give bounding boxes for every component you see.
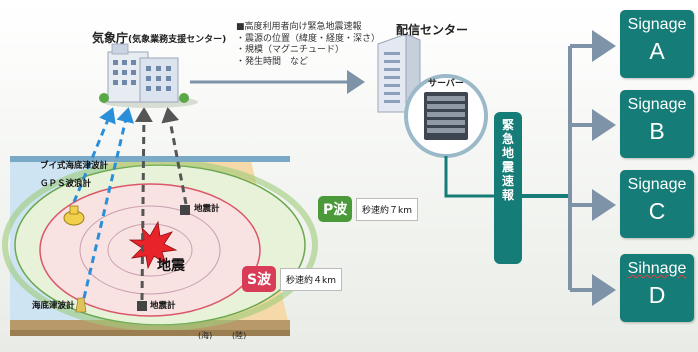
signage-a: Signage A xyxy=(620,10,694,78)
seismometer-uplink-arrow xyxy=(134,107,153,301)
seismometer-uplink-arrow xyxy=(161,107,188,205)
epicenter-burst-icon xyxy=(128,220,178,270)
signage-distribution-lines xyxy=(568,30,616,306)
info-line: ・震源の位置（緯度・経度・深さ） xyxy=(236,33,381,44)
seabed-tsunami-meter-label: 海底津波計 xyxy=(32,301,75,311)
seabed-meter-icon xyxy=(75,297,87,313)
p-wave-badge: P波 xyxy=(318,196,353,222)
info-line: ■高度利用者向け緊急地震速報 xyxy=(236,22,362,32)
gps-wave-meter-label: ＧＰＳ波浪計 xyxy=(40,179,92,189)
distribution-center-title: 配信センター xyxy=(396,23,469,37)
s-wave-badge: S波 xyxy=(242,266,277,292)
info-line: ・発生時間 など xyxy=(236,56,309,67)
bulletin-bar xyxy=(494,112,522,264)
bulletin-contents-list: ■高度利用者向け緊急地震速報 ・震源の位置（緯度・経度・深さ） ・規模（マグニチ… xyxy=(236,22,380,68)
sea-label: (海) xyxy=(198,331,213,340)
info-line: ・規模（マグニチュード） xyxy=(236,45,345,55)
server-icon xyxy=(404,74,488,158)
seismometer-upper-label: 地震計 xyxy=(194,204,220,214)
signage-c: Signage C xyxy=(620,170,694,238)
seismometer-lower-label: 地震計 xyxy=(150,301,176,311)
earthquake-label: 地震 xyxy=(157,258,185,274)
gps-uplink-arrow xyxy=(72,107,116,203)
bulletin-vertical-label: 緊 急 地 震 速 報 xyxy=(501,118,514,202)
seabed-uplink-arrow xyxy=(82,107,135,299)
agency-title: 気象庁(気象業務支援センター) xyxy=(92,31,227,45)
buoy-tsunami-meter-label: ブイ式海底津波計 xyxy=(40,161,109,171)
signage-d: Sihnage D xyxy=(620,254,694,322)
s-wave-speed: 秒速約４km xyxy=(280,268,342,291)
seismometer-icon xyxy=(137,301,147,311)
jma-building-icon xyxy=(99,43,198,108)
p-wave-speed: 秒速約７km xyxy=(356,198,418,221)
server-label: サーバー xyxy=(428,79,464,89)
server-to-bulletin-line xyxy=(444,156,494,198)
seismometer-icon xyxy=(180,205,190,215)
land-label: (陸) xyxy=(232,331,247,340)
signage-b: Signage B xyxy=(620,90,694,158)
